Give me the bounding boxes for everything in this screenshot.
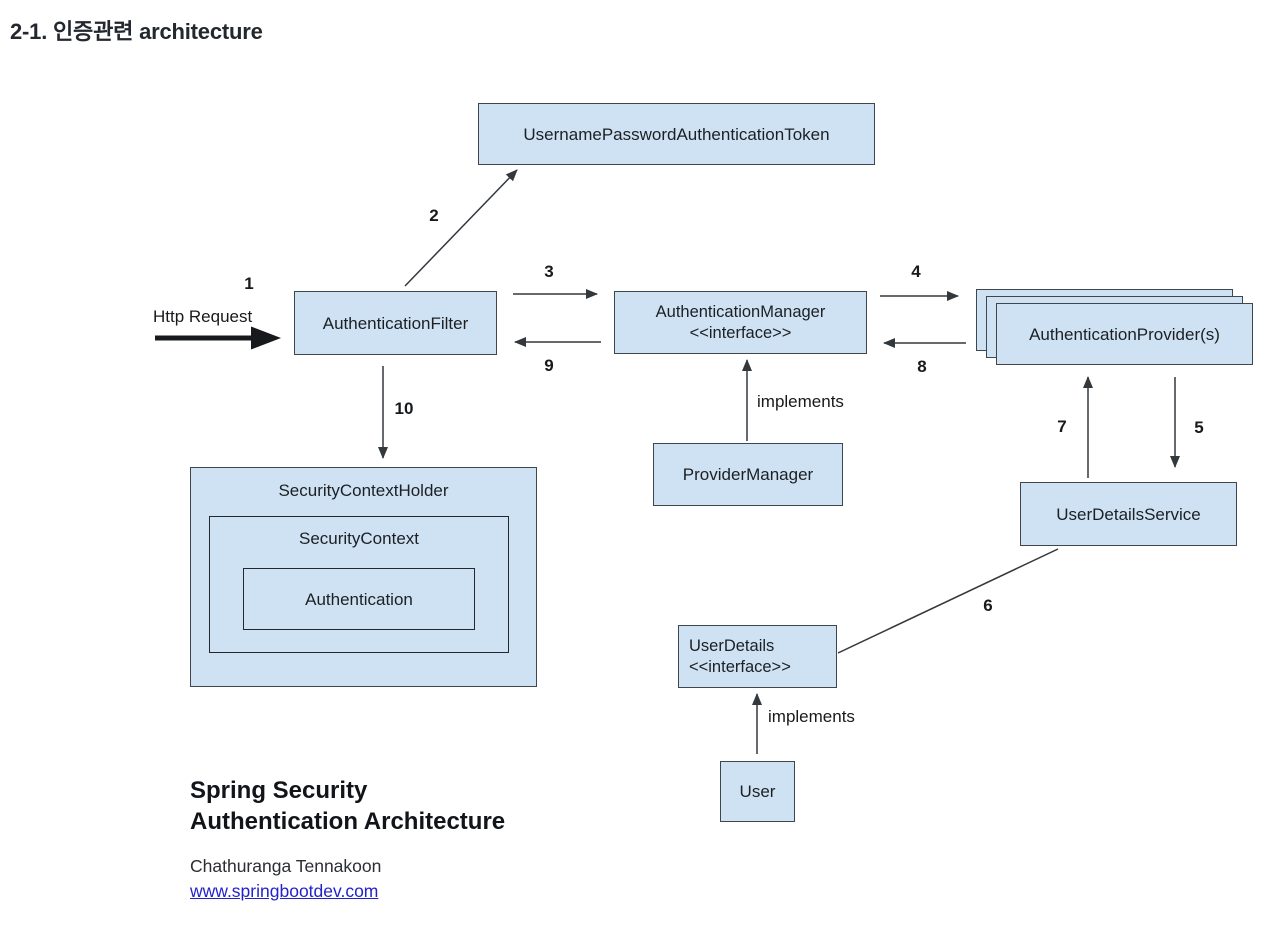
box-authentication-manager: AuthenticationManager <<interface>> <box>614 291 867 354</box>
box-username-password-authentication-token: UsernamePasswordAuthenticationToken <box>478 103 875 165</box>
step-label-3: 3 <box>544 262 554 281</box>
box-authentication-providers: AuthenticationProvider(s) <box>996 303 1253 365</box>
step-label-9: 9 <box>544 356 554 375</box>
box-label: SecurityContextHolder <box>278 481 449 500</box>
box-label: AuthenticationFilter <box>322 313 469 333</box>
box-label: UserDetails <box>689 636 775 655</box>
box-label: ProviderManager <box>682 465 814 484</box>
box-user-details-service: UserDetailsService <box>1020 482 1237 546</box>
diagram-title-line1: Spring Security <box>190 777 368 804</box>
diagram-title-line2: Authentication Architecture <box>190 808 506 835</box>
box-authentication: Authentication <box>243 568 475 630</box>
box-label: UserDetailsService <box>1056 504 1201 524</box>
box-authentication-filter: AuthenticationFilter <box>294 291 497 355</box>
box-security-context-holder: SecurityContextHolder SecurityContext Au… <box>190 467 537 687</box>
interface-stereotype: <<interface>> <box>689 323 792 342</box>
step-label-2: 2 <box>429 206 439 225</box>
interface-stereotype: <<interface>> <box>689 657 791 676</box>
box-security-context: SecurityContext Authentication <box>209 516 509 653</box>
step-label-10: 10 <box>394 399 414 418</box>
step-label-7: 7 <box>1057 417 1067 436</box>
implements-label-user: implements <box>768 707 855 726</box>
page-title: 2-1. 인증관련 architecture <box>10 19 263 44</box>
website-link[interactable]: www.springbootdev.com <box>190 881 379 901</box>
step-label-5: 5 <box>1194 418 1204 437</box>
step-label-6: 6 <box>983 596 993 615</box>
arrow-step-2 <box>404 169 518 287</box>
box-provider-manager: ProviderManager <box>653 443 843 506</box>
box-user: User <box>720 761 795 822</box>
box-label: SecurityContext <box>299 529 419 548</box>
box-label: AuthenticationManager <box>655 302 826 321</box>
step-label-4: 4 <box>911 262 921 281</box>
implements-label-provider-manager: implements <box>757 392 844 411</box>
http-request-arrow <box>155 326 281 350</box>
box-user-details: UserDetails <<interface>> <box>678 625 837 688</box>
box-label: AuthenticationProvider(s) <box>1029 324 1220 344</box>
step-label-1: 1 <box>244 274 254 293</box>
author-name: Chathuranga Tennakoon <box>190 856 382 876</box>
box-label: User <box>739 782 776 801</box>
line-step-6 <box>837 548 1059 654</box>
box-label: Authentication <box>305 589 413 609</box>
step-label-8: 8 <box>917 357 927 376</box>
box-label: UsernamePasswordAuthenticationToken <box>523 124 830 144</box>
diagram-title: Spring Security Authentication Architect… <box>190 775 505 837</box>
http-request-label: Http Request <box>153 307 253 326</box>
